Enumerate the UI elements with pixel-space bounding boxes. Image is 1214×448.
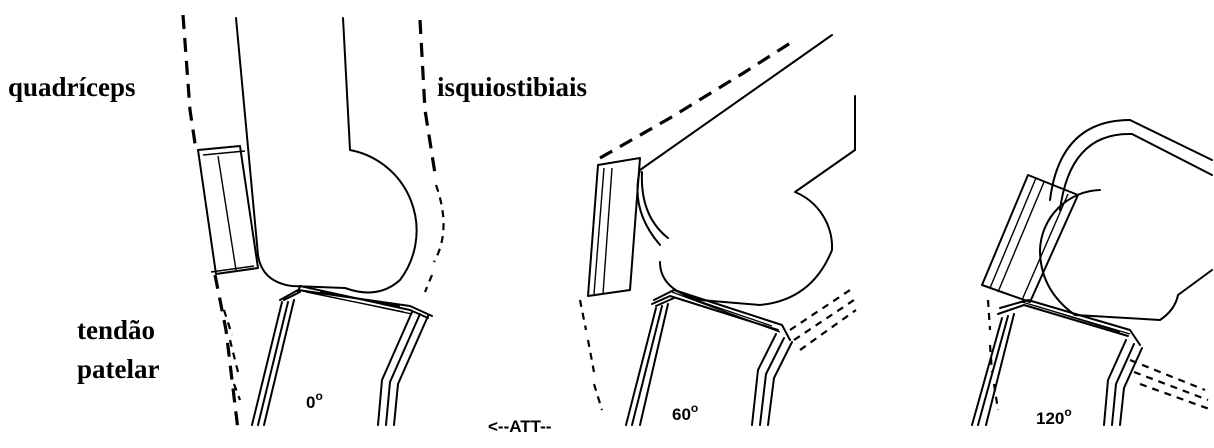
knee-panel-60: 60o <--ATT-- bbox=[488, 35, 856, 436]
femur-outline bbox=[236, 18, 417, 293]
patella-60 bbox=[588, 158, 640, 296]
tibia bbox=[252, 286, 432, 425]
hamstrings-condyle-line bbox=[434, 185, 444, 262]
hamstrings-distal-line-120 bbox=[1130, 360, 1212, 410]
angle-label-0: 0o bbox=[306, 389, 323, 412]
patellar-tendon-dashes-60 bbox=[580, 300, 602, 410]
quadriceps-muscle-line-60 bbox=[600, 40, 795, 158]
quadriceps-distal-line bbox=[215, 275, 238, 430]
angle-label-120: 120o bbox=[1036, 405, 1072, 428]
hamstrings-distal-line-60 bbox=[790, 290, 856, 350]
knee-panel-0: 0o bbox=[183, 15, 444, 430]
patellar-tendon-dashes bbox=[224, 310, 240, 400]
angle-label-60: 60o bbox=[672, 401, 698, 424]
tibia-60 bbox=[626, 290, 792, 425]
quadriceps-muscle-line bbox=[183, 15, 196, 150]
tibia-120 bbox=[972, 300, 1142, 425]
att-translation-label: <--ATT-- bbox=[488, 417, 551, 436]
femur-outline-60 bbox=[638, 35, 856, 305]
hamstrings-muscle-line bbox=[420, 20, 436, 180]
hamstrings-distal-line bbox=[425, 275, 432, 292]
knee-panel-120: 120o bbox=[972, 120, 1212, 428]
